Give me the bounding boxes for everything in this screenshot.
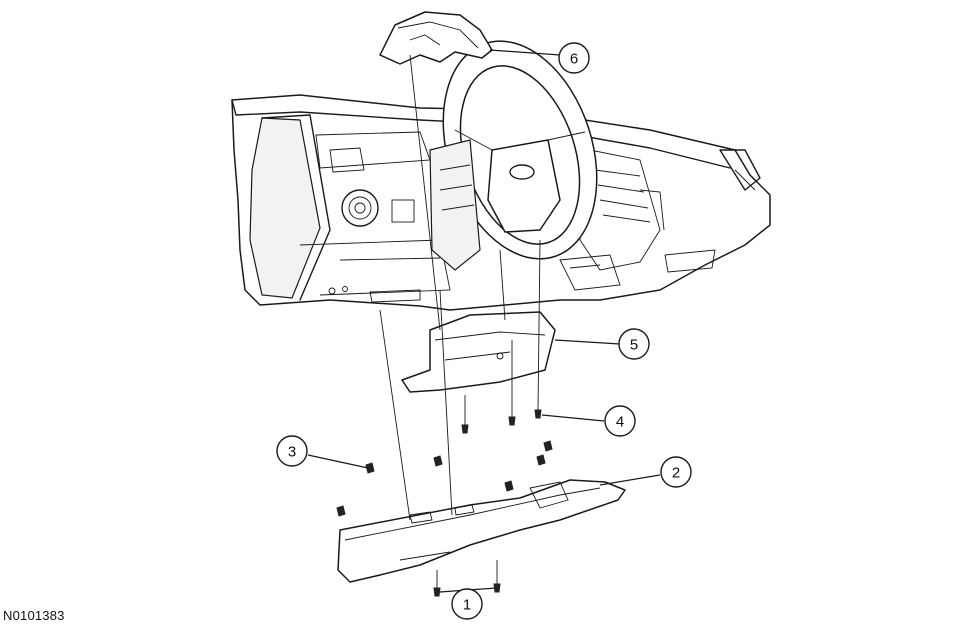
callout-6-number: 6 bbox=[570, 51, 578, 68]
callout-1-number: 1 bbox=[463, 597, 471, 614]
callout-3-number: 3 bbox=[288, 444, 296, 461]
steering-column-lower-shroud bbox=[401, 311, 556, 393]
steering-column-lower-trim-panel bbox=[337, 479, 626, 583]
callout-2-number: 2 bbox=[672, 465, 680, 482]
callout-1: 1 bbox=[451, 588, 483, 620]
pushpin-retainers bbox=[336, 440, 553, 517]
callout-4: 4 bbox=[604, 405, 636, 437]
callout-2: 2 bbox=[660, 456, 692, 488]
callout-6: 6 bbox=[558, 42, 590, 74]
callout-3: 3 bbox=[276, 435, 308, 467]
steering-column-upper-shroud bbox=[379, 11, 493, 65]
alignment-lines bbox=[379, 54, 541, 588]
steering-wheel bbox=[429, 40, 598, 271]
callout-5-number: 5 bbox=[630, 337, 638, 354]
shroud-screws bbox=[461, 409, 542, 434]
figure-id: N0101383 bbox=[3, 608, 65, 623]
callout-4-number: 4 bbox=[616, 414, 624, 431]
callout-leaders bbox=[307, 49, 661, 593]
callout-5: 5 bbox=[618, 328, 650, 360]
